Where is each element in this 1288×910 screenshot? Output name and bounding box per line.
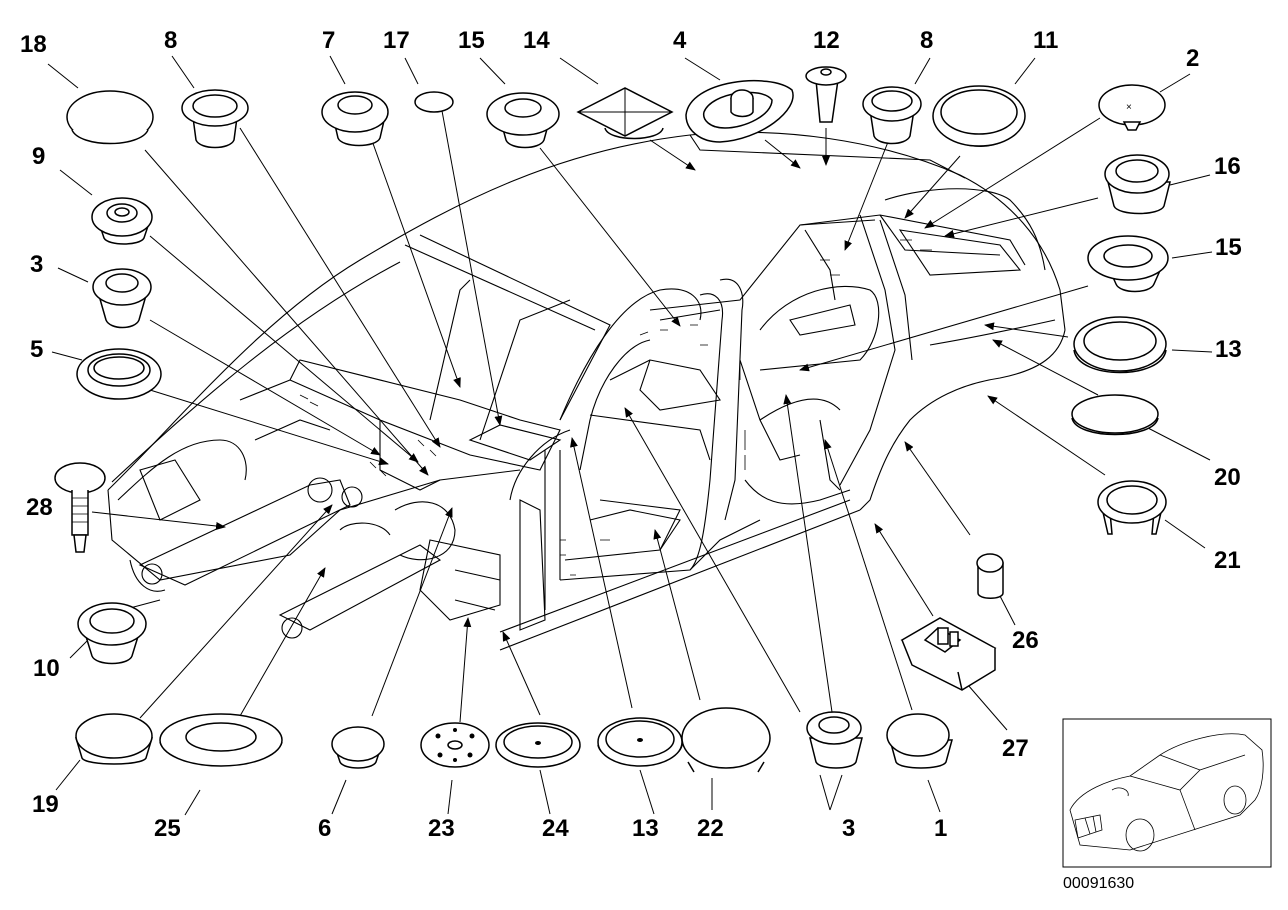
label-26: 26 [1012,627,1039,654]
cap-26 [976,553,1004,599]
label-24: 24 [542,815,569,842]
bolt-28 [54,462,106,553]
plug-13-bottom [597,717,683,767]
label-4: 4 [673,27,687,54]
plug-7 [321,91,389,147]
label-23: 23 [428,815,455,842]
plug-13-right [1073,316,1167,374]
label-16: 16 [1214,153,1241,180]
label-2: 2 [1186,45,1199,72]
plug-15-right [1087,235,1169,293]
grommet-3-left [92,268,152,329]
label-13-bottom: 13 [632,815,659,842]
plug-18 [66,90,154,145]
label-19: 19 [32,791,59,818]
grommet-8-right [862,86,922,145]
label-3: 3 [30,251,43,278]
label-11: 11 [1033,27,1058,54]
plug-20 [1071,394,1159,436]
grommet-5 [76,348,162,400]
plug-19 [74,713,154,765]
grommet-8-left [181,89,249,149]
car-thumbnail [1062,718,1272,868]
label-3-bottom: 3 [842,815,855,842]
plug-21 [1097,480,1167,535]
catalog-number: 00091630 [1063,875,1134,892]
plug-15-top [486,92,560,149]
label-20: 20 [1214,464,1241,491]
label-17: 17 [383,27,410,54]
label-9: 9 [32,143,45,170]
label-22: 22 [697,815,724,842]
label-14: 14 [523,27,550,54]
label-12: 12 [813,27,840,54]
label-1: 1 [934,815,947,842]
label-21: 21 [1214,547,1241,574]
disc-23 [420,722,490,768]
plug-25 [159,713,283,767]
grommet-9 [91,197,153,245]
patch-17 [414,91,454,113]
grommet-3-bottom [806,711,863,769]
label-28: 28 [26,494,53,521]
svg-text:×: × [1126,102,1132,113]
label-27: 27 [1002,735,1029,762]
plug-24 [495,722,581,768]
plug-22 [681,707,771,773]
label-10: 10 [33,655,60,682]
grommet-10 [77,602,147,665]
bracket-27 [900,617,997,691]
part-labels: 18 8 7 17 15 14 4 12 8 11 2 9 16 3 15 5 … [20,27,1242,842]
leader-lines [47,55,1213,816]
grommet-16 [1104,154,1171,215]
clip-12 [805,66,847,123]
label-8: 8 [164,27,177,54]
cap-14 [576,87,674,140]
car-body-shell [107,131,1066,651]
label-15: 15 [458,27,485,54]
plug-2: × [1098,84,1166,131]
boot-4 [685,80,794,143]
plug-6 [331,726,385,769]
plug-11 [932,85,1026,147]
label-13: 13 [1215,336,1242,363]
label-6: 6 [318,815,331,842]
label-18: 18 [20,31,47,58]
label-5: 5 [30,336,43,363]
label-7: 7 [322,27,335,54]
label-25: 25 [154,815,181,842]
label-8-right: 8 [920,27,933,54]
plug-1 [886,713,953,769]
label-15-right: 15 [1215,234,1242,261]
